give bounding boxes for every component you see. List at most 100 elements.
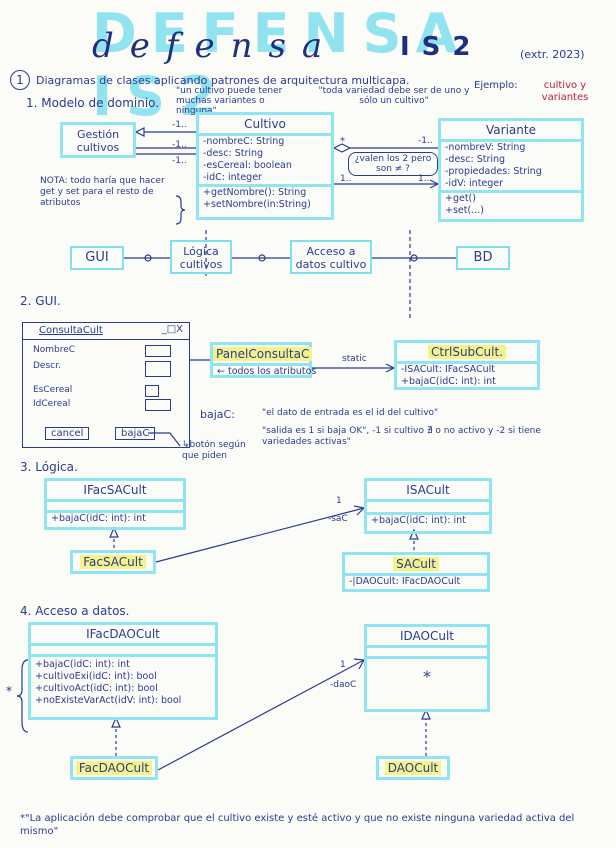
field-label: NombreC [33, 345, 76, 355]
mult-1: -1.. [172, 120, 187, 130]
attr: -idC: integer [203, 172, 262, 183]
example-value: cultivo y variantes [541, 80, 589, 103]
attr: -desc: String [203, 148, 264, 159]
gestion-cultivos-box: Gestión cultivos [60, 122, 136, 158]
op: +bajaC(idC: int): int [401, 376, 496, 387]
footer-note: *"La aplicación debe comprobar que el cu… [20, 813, 575, 837]
static-label: static [342, 354, 367, 364]
op: +cultivoAct(idC: int): bool [35, 683, 158, 694]
op: +noExisteVarAct(idV: int): bool [35, 695, 182, 706]
attr: -esCereal: boolean [203, 160, 292, 171]
mult-isa: 1 [336, 496, 342, 506]
class-idaocult-name: IDAOCult [399, 629, 455, 643]
section-number-circle: 1 [10, 70, 30, 90]
op: +cultivoExi(idC: int): bool [35, 671, 157, 682]
op: +bajaC(idC: int): int [51, 513, 146, 524]
class-ifacsacult-name: IFacSACult [83, 483, 147, 497]
attr: -ISACult: IFacSACult [401, 364, 496, 375]
layer-gui: GUI [70, 246, 124, 270]
note-top-right: "toda variedad debe ser de uno y sólo un… [318, 86, 470, 106]
window-controls[interactable]: _□X [161, 324, 183, 335]
cancel-button[interactable]: cancel [45, 427, 90, 440]
mult-star: * [340, 136, 345, 147]
assoc-sac: -saC [328, 514, 348, 524]
baja-note-1: "el dato de entrada es el id del cultivo… [262, 408, 439, 418]
op: +set(...) [445, 205, 484, 216]
class-panel-consulta: PanelConsultaC ← todos los atributos [210, 342, 317, 378]
mult-2: -1.. [172, 140, 187, 150]
class-facsacult-name: FacSACult [80, 555, 146, 569]
class-ctrl: CtrlSubCult. -ISACult: IFacSACult +bajaC… [394, 340, 540, 390]
window-title: ConsultaCult [39, 325, 103, 336]
page-title-script: defensa [92, 26, 339, 66]
attr: -idV: integer [445, 178, 504, 189]
baja-label: bajaC: [200, 408, 235, 421]
class-ifacsacult: IFacSACult +bajaC(idC: int): int [44, 478, 186, 530]
baja-button[interactable]: bajaC [115, 427, 156, 440]
field-escereal-checkbox[interactable] [145, 385, 159, 397]
class-variante-name: Variante [486, 123, 536, 137]
attr: -|DAOCult: IFacDAOCult [349, 576, 461, 587]
class-idaocult: IDAOCult * [364, 624, 490, 712]
class-ifacdaocult-name: IFacDAOCult [86, 627, 160, 641]
class-ctrl-name: CtrlSubCult. [427, 345, 507, 359]
class-sacult-name: SACult [393, 557, 439, 571]
layer-logica: Lógica cultivos [170, 240, 232, 274]
assoc-daoc: -daoC [330, 680, 357, 690]
field-label: EsCereal [33, 385, 73, 395]
op: +get() [445, 193, 476, 204]
note-getset: NOTA: todo haría que hacer get y set par… [40, 176, 165, 208]
mult-4: 1.. [340, 174, 352, 184]
page-title-number: IS2 [400, 32, 483, 62]
section1-title: 1. Modelo de dominio. [26, 96, 160, 110]
gestion-cultivos-label: Gestión cultivos [76, 128, 120, 154]
mult-3: -1.. [172, 156, 187, 166]
field-label: Descr. [33, 361, 61, 371]
class-variante: Variante -nombreV: String -desc: String … [438, 118, 584, 222]
op: +bajaC(idC: int): int [371, 515, 466, 526]
attr: -nombreV: String [445, 142, 526, 153]
field-nombre-input[interactable] [145, 345, 171, 357]
baja-note-2: "salida es 1 si baja OK", -1 si cultivo … [262, 426, 541, 447]
attr: ← todos los atributos [217, 366, 317, 377]
class-facdaocult: FacDAOCult [70, 756, 158, 780]
idao-body: * [423, 667, 431, 686]
class-isacult: ISACult +bajaC(idC: int): int [364, 478, 492, 534]
exam-tag: (extr. 2023) [520, 48, 585, 61]
class-cultivo-name: Cultivo [244, 117, 286, 131]
class-daocult-name: DAOCult [384, 761, 442, 775]
page-title-outline: DEFENSA IS2 [92, 2, 472, 128]
op: +setNombre(in:String) [203, 199, 311, 210]
mult-1b: -1.. [418, 136, 433, 146]
mult-4b: 1.. [418, 174, 430, 184]
section2-title: 2. GUI. [20, 294, 61, 308]
layer-acceso: Acceso a datos cultivo [290, 240, 372, 274]
class-ifacdaocult: IFacDAOCult +bajaC(idC: int): int +culti… [28, 622, 218, 720]
mult-dao: 1 [340, 660, 346, 670]
attr: -propiedades: String [445, 166, 542, 177]
class-isacult-name: ISACult [406, 483, 450, 497]
window-titlebar: ConsultaCult _□X [23, 323, 189, 340]
field-idcereal-input[interactable] [145, 399, 171, 411]
class-facsacult: FacSACult [70, 550, 156, 574]
brace-star: * [6, 684, 12, 698]
section4-title: 4. Acceso a datos. [20, 604, 130, 618]
class-daocult: DAOCult [376, 756, 450, 780]
layer-bd: BD [456, 246, 510, 270]
class-cultivo: Cultivo -nombreC: String -desc: String -… [196, 112, 334, 220]
field-desc-input[interactable] [145, 361, 171, 377]
middle-note: ¿valen los 2 pero son ≠ ? [348, 152, 438, 176]
attr: -desc: String [445, 154, 506, 165]
window-consulta: ConsultaCult _□X NombreC Descr. EsCereal… [22, 322, 190, 448]
field-label: IdCereal [33, 399, 71, 409]
button-note: ↳botón según que piden [182, 440, 246, 461]
op: +bajaC(idC: int): int [35, 659, 130, 670]
example-label: Ejemplo: [474, 80, 518, 91]
class-panel-name: PanelConsultaC [213, 347, 313, 361]
section3-title: 3. Lógica. [20, 460, 78, 474]
class-facdaocult-name: FacDAOCult [75, 761, 153, 775]
op: +getNombre(): String [203, 187, 307, 198]
note-top-left: "un cultivo puede tener muchas variantes… [176, 86, 283, 116]
class-sacult: SACult -|DAOCult: IFacDAOCult [342, 552, 490, 592]
